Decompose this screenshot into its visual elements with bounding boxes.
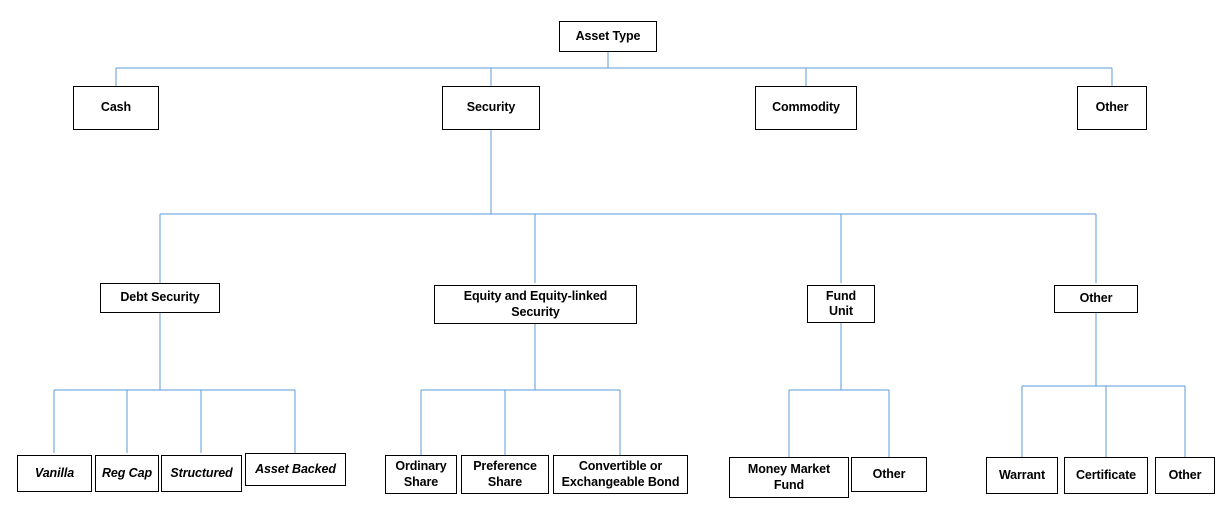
node-label-asset-backed: Asset Backed [255,461,336,476]
node-certificate[interactable]: Certificate [1064,457,1148,494]
node-label-other-warrant: Other [1168,467,1202,482]
node-label-other-top: Other [1095,100,1129,115]
node-label-debt-security: Debt Security [120,290,200,305]
node-warrant[interactable]: Warrant [986,457,1058,494]
node-asset-type[interactable]: Asset Type [559,21,657,52]
node-debt-security[interactable]: Debt Security [100,283,220,313]
node-convertible-bond[interactable]: Convertible or Exchangeable Bond [553,455,688,494]
node-label-structured: Structured [170,465,233,480]
node-commodity[interactable]: Commodity [755,86,857,130]
node-label-convertible-bond: Convertible or Exchangeable Bond [561,459,680,489]
node-label-commodity: Commodity [772,100,840,115]
node-label-preference-share: Preference Share [473,459,537,489]
node-label-fund-unit: Fund Unit [825,288,857,318]
node-security[interactable]: Security [442,86,540,130]
node-preference-share[interactable]: Preference Share [461,455,549,494]
node-reg-cap[interactable]: Reg Cap [95,455,159,492]
node-other-warrant[interactable]: Other [1155,457,1215,494]
node-asset-backed[interactable]: Asset Backed [245,453,346,486]
node-label-vanilla: Vanilla [34,465,75,480]
node-other-security[interactable]: Other [1054,285,1138,313]
node-label-asset-type: Asset Type [575,28,641,43]
node-other-fund[interactable]: Other [851,457,927,492]
node-label-ordinary-share: Ordinary Share [395,459,447,489]
node-label-warrant: Warrant [998,467,1046,482]
node-label-other-fund: Other [872,466,906,481]
node-label-cash: Cash [100,100,132,115]
node-label-certificate: Certificate [1075,467,1137,482]
node-structured[interactable]: Structured [161,455,242,492]
node-equity-security[interactable]: Equity and Equity-linked Security [434,285,637,324]
node-fund-unit[interactable]: Fund Unit [807,285,875,323]
node-label-equity-security: Equity and Equity-linked Security [463,289,608,319]
node-other-top[interactable]: Other [1077,86,1147,130]
node-label-money-market-fund: Money Market Fund [747,462,831,492]
node-ordinary-share[interactable]: Ordinary Share [385,455,457,494]
node-label-reg-cap: Reg Cap [101,465,152,480]
node-label-other-security: Other [1079,291,1113,306]
node-money-market-fund[interactable]: Money Market Fund [729,457,849,498]
node-label-security: Security [466,100,516,115]
node-cash[interactable]: Cash [73,86,159,130]
node-vanilla[interactable]: Vanilla [17,455,92,492]
